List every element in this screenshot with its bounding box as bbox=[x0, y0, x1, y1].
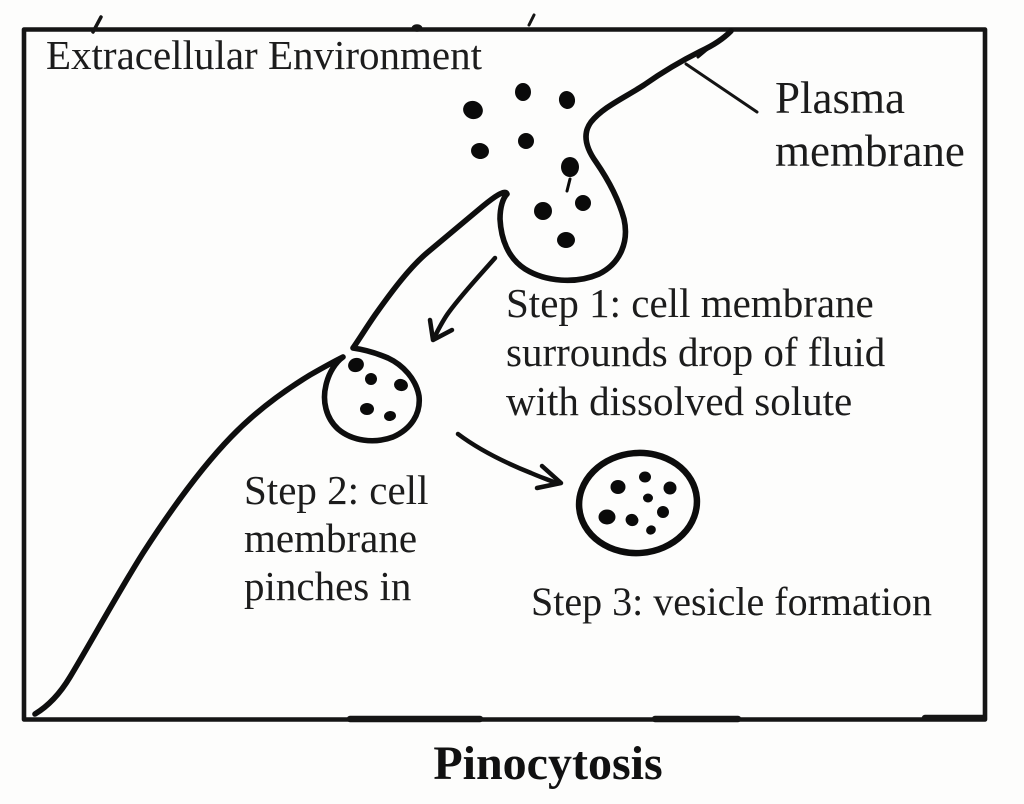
solute-dots-pinching-pocket bbox=[348, 357, 408, 422]
step2-caption: Step 2: cell membrane pinches in bbox=[244, 467, 429, 609]
membrane-pen-tick bbox=[696, 45, 712, 59]
plasma-membrane-curve bbox=[32, 28, 734, 717]
arrow-step1-to-step2 bbox=[427, 255, 498, 343]
step1-caption: Step 1: cell membrane surrounds drop of … bbox=[506, 280, 886, 424]
frame-border bbox=[21, 27, 988, 722]
plasma-membrane-pointer-line bbox=[684, 62, 759, 114]
solute-dots-vesicle bbox=[598, 471, 677, 535]
diagram-title: Pinocytosis bbox=[433, 737, 663, 790]
plasma-membrane-label: Plasma membrane bbox=[775, 73, 965, 176]
step3-caption: Step 3: vesicle formation bbox=[531, 579, 933, 624]
extracellular-environment-label: Extracellular Environment bbox=[46, 32, 483, 78]
solute-dots-invagination bbox=[534, 157, 591, 248]
arrow-step2-to-step3 bbox=[455, 431, 564, 491]
solute-dots-extracellular bbox=[463, 83, 576, 160]
vesicle-outline bbox=[575, 449, 701, 557]
frame-scan-marks bbox=[91, 13, 987, 723]
